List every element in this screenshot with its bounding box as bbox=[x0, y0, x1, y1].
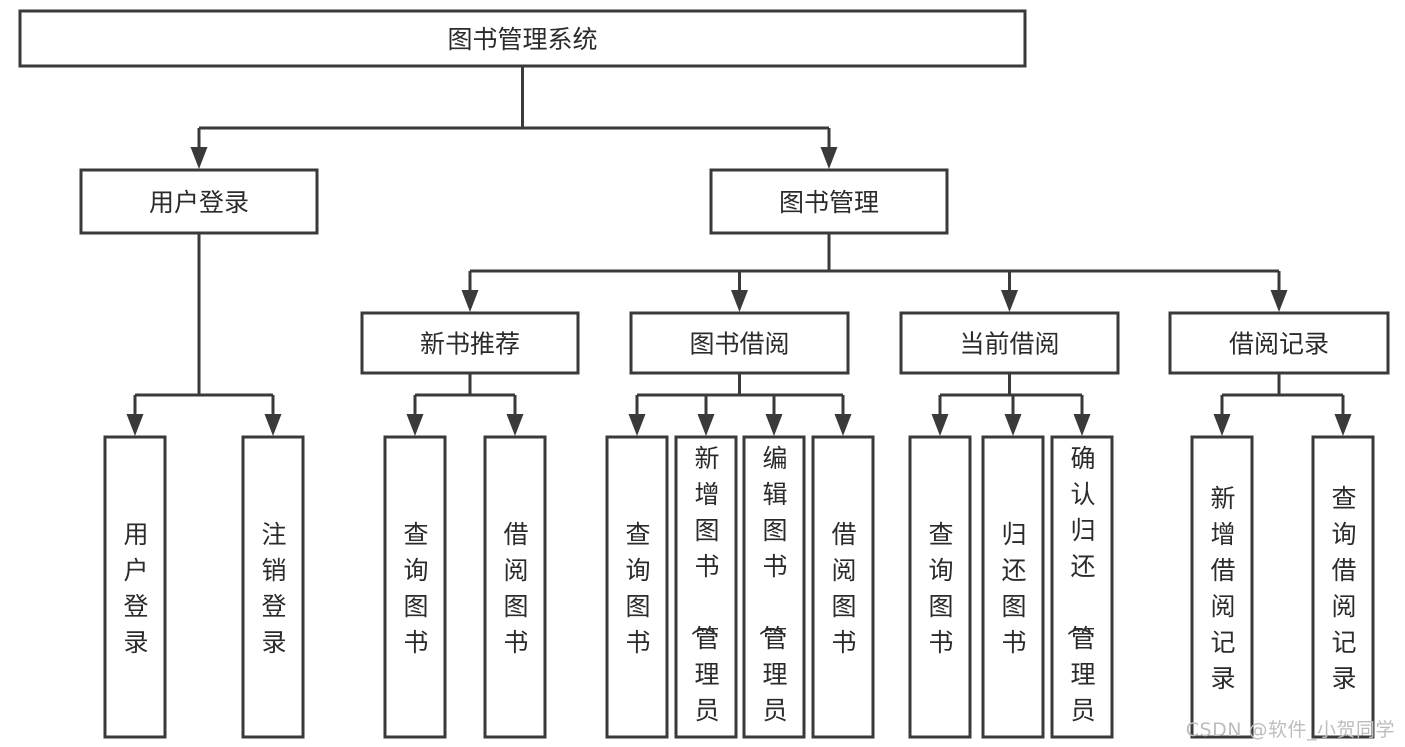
node-n-borrow-record[interactable]: 借阅记录 bbox=[1168, 311, 1390, 375]
leaf-label: 用户登录 bbox=[123, 520, 148, 657]
node-label: 图书管理 bbox=[779, 188, 879, 217]
node-label: 用户登录 bbox=[149, 188, 249, 217]
leaf-lf-query-book-2[interactable]: 查询图书 bbox=[605, 435, 669, 739]
leaf-lf-query-book-3[interactable]: 查询图书 bbox=[908, 435, 972, 739]
node-n-current-borrow[interactable]: 当前借阅 bbox=[899, 311, 1120, 375]
leaf-label: 借阅图书 bbox=[503, 520, 528, 657]
leaf-label: 借阅图书 bbox=[831, 520, 856, 657]
node-n-user-login[interactable]: 用户登录 bbox=[79, 168, 319, 235]
leaf-lf-logout[interactable]: 注销登录 bbox=[241, 435, 305, 739]
node-label: 图书借阅 bbox=[689, 330, 789, 359]
node-n-book-manage[interactable]: 图书管理 bbox=[709, 168, 949, 235]
node-label: 借阅记录 bbox=[1229, 330, 1329, 359]
node-label: 新书推荐 bbox=[420, 330, 520, 359]
leaf-lf-return-book[interactable]: 归还图书 bbox=[981, 435, 1045, 739]
leaf-label: 查询借阅记录 bbox=[1331, 484, 1356, 693]
leaf-label: 注销登录 bbox=[261, 520, 286, 657]
leaf-label: 查询图书 bbox=[403, 520, 428, 657]
leaf-label: 查询图书 bbox=[625, 520, 650, 657]
leaf-label: 归还图书 bbox=[1001, 520, 1026, 657]
node-label: 当前借阅 bbox=[959, 330, 1059, 359]
leaf-lf-add-record[interactable]: 新增借阅记录 bbox=[1190, 435, 1254, 739]
leaf-label: 查询图书 bbox=[928, 520, 953, 657]
connector-layer bbox=[126, 66, 1352, 436]
leaf-label: 新增图书（管理员） bbox=[688, 444, 719, 747]
node-label: 图书管理系统 bbox=[447, 25, 597, 54]
leaf-label: 编辑图书（管理员） bbox=[756, 444, 787, 747]
node-layer: 图书管理系统用户登录图书管理新书推荐图书借阅当前借阅借阅记录用户登录注销登录查询… bbox=[18, 9, 1390, 747]
leaf-lf-query-record[interactable]: 查询借阅记录 bbox=[1311, 435, 1375, 739]
leaf-lf-user-login[interactable]: 用户登录 bbox=[103, 435, 167, 739]
leaf-label: 确认归还（管理员） bbox=[1064, 444, 1095, 747]
node-n-new-book-rec[interactable]: 新书推荐 bbox=[360, 311, 580, 375]
leaf-lf-edit-book[interactable]: 编辑图书（管理员） bbox=[742, 435, 806, 747]
leaf-lf-borrow-book-1[interactable]: 借阅图书 bbox=[483, 435, 547, 739]
leaf-lf-add-book[interactable]: 新增图书（管理员） bbox=[674, 435, 738, 747]
leaf-label: 新增借阅记录 bbox=[1210, 484, 1235, 693]
leaf-lf-query-book-1[interactable]: 查询图书 bbox=[383, 435, 447, 739]
node-root-root[interactable]: 图书管理系统 bbox=[18, 9, 1027, 68]
leaf-lf-confirm-return[interactable]: 确认归还（管理员） bbox=[1050, 435, 1114, 747]
leaf-lf-borrow-book-2[interactable]: 借阅图书 bbox=[811, 435, 875, 739]
node-n-book-borrow[interactable]: 图书借阅 bbox=[629, 311, 850, 375]
